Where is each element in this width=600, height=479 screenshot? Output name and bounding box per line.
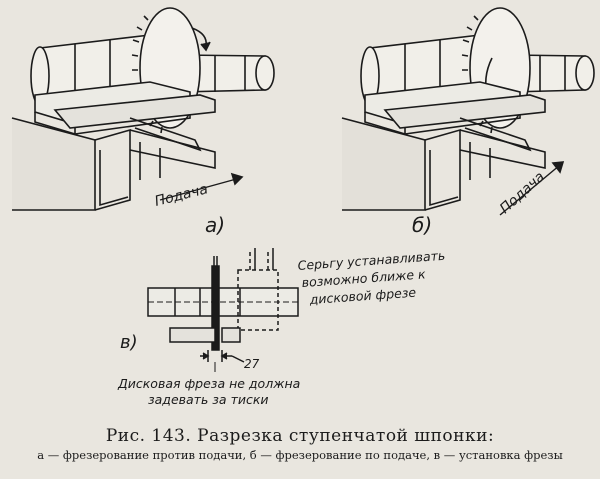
panel-a-drawing [11,7,275,211]
panel-b-feed-label: Подача [497,169,548,217]
earring-note: Серьгу устанавливать возможно ближе к ди… [297,248,446,307]
panel-c-drawing [147,248,299,372]
dimension-value: 27 [244,357,260,371]
panel-a-label: а) [205,213,225,237]
panel-c-label: в) [120,332,138,353]
panel-b-label: б) [412,213,432,237]
cutter-note: Дисковая фреза не должна задевать за тис… [117,376,300,407]
figure-caption-text: а — фрезерование против подачи, б — фрез… [37,448,563,462]
cutter-note-line-2: задевать за тиски [148,392,269,407]
cutter-note-line-1: Дисковая фреза не должна [117,376,300,391]
figure-caption-title: Рис. 143. Разрезка ступенчатой шпонки: [105,426,495,446]
panel-b-drawing [341,7,595,216]
panel-a-feed-label: Подача [153,181,209,210]
